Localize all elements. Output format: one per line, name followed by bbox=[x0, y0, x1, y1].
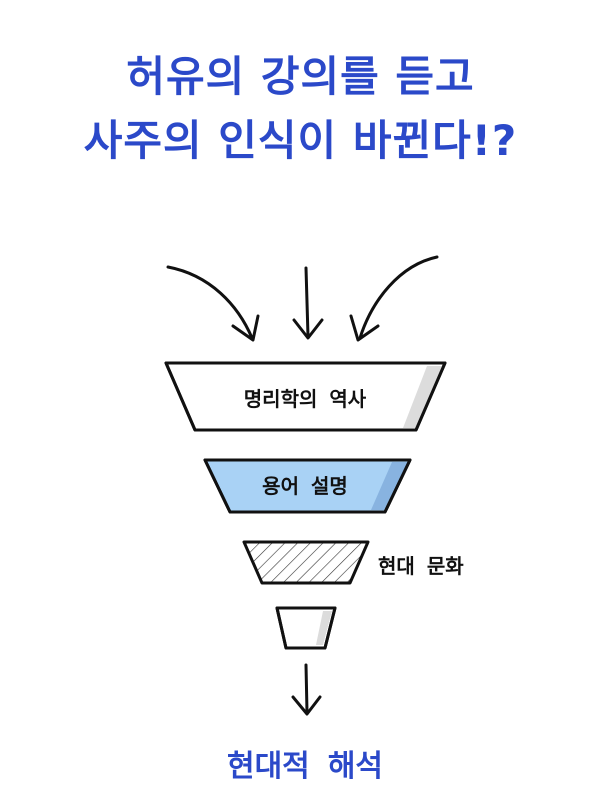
arrow-center-down bbox=[292, 266, 324, 340]
funnel-stage-3-label: 현대 문화 bbox=[378, 554, 464, 578]
arrow-output-down bbox=[291, 663, 322, 716]
funnel-stage-2-label: 용어 설명 bbox=[262, 474, 348, 498]
funnel-spout bbox=[275, 606, 337, 650]
funnel-result-label: 현대적 해석 bbox=[227, 749, 383, 784]
arrow-left-curved bbox=[166, 265, 260, 342]
arrow-right-curved bbox=[349, 255, 439, 342]
funnel-stage-1: 명리학의 역사 bbox=[164, 361, 447, 432]
headline-line-2: 사주의 인식이 바뀐다!? bbox=[83, 116, 518, 165]
headline-line-1: 허유의 강의를 듣고 bbox=[126, 52, 475, 101]
funnel-stage-1-label: 명리학의 역사 bbox=[244, 387, 367, 411]
funnel-stage-3: 현대 문화 bbox=[242, 540, 464, 585]
funnel-stage-2: 용어 설명 bbox=[203, 458, 412, 514]
